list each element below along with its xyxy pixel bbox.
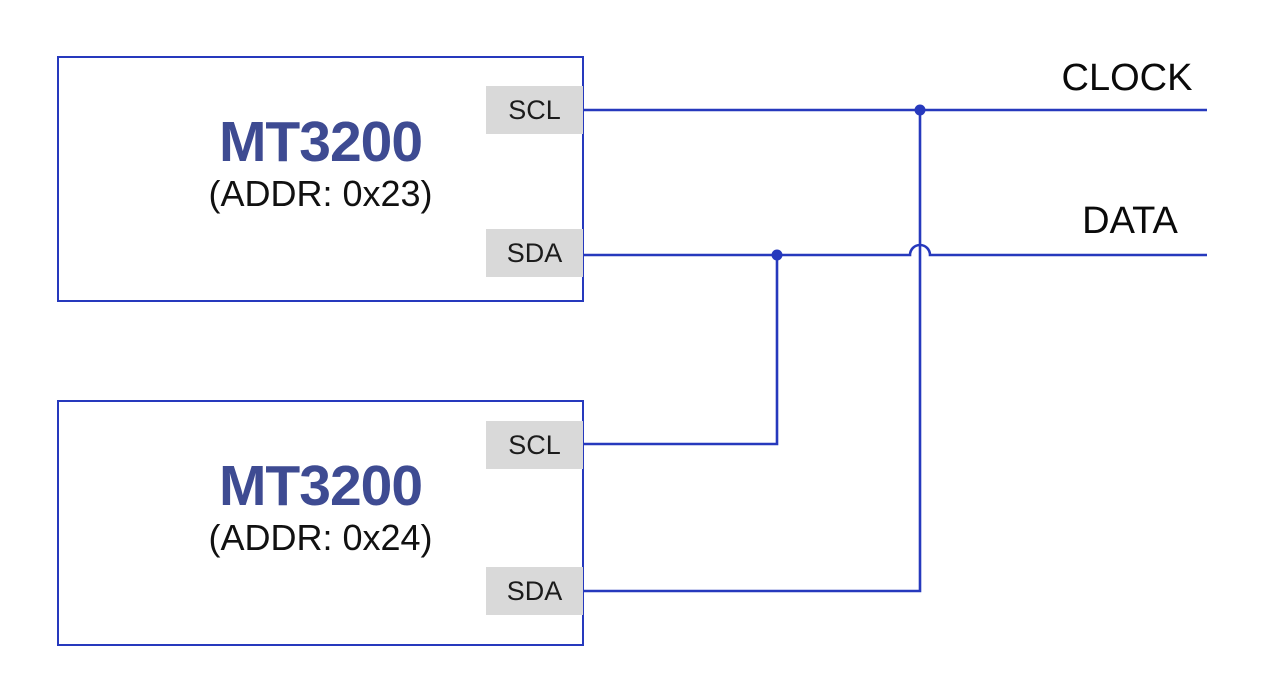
pin-label-device1-sda: SDA: [486, 229, 583, 277]
junction-dot-clock: [914, 104, 926, 116]
device2-scl-to-data-wire: [582, 255, 779, 446]
junction-dot-data: [771, 249, 783, 261]
device2-sda-to-clock-wire: [582, 110, 922, 593]
device-name: MT3200: [218, 110, 423, 174]
device-name: MT3200: [218, 454, 423, 518]
pin-label-device1-scl: SCL: [486, 86, 583, 134]
data-bus-wire-with-hop: [582, 243, 1207, 257]
data-bus-label: DATA: [1082, 200, 1178, 242]
pin-label-device2-sda: SDA: [486, 567, 583, 615]
device-address: (ADDR: 0x23): [208, 173, 433, 214]
clock-bus-label: CLOCK: [1061, 57, 1193, 99]
device-address: (ADDR: 0x24): [208, 517, 433, 558]
pin-label-device2-scl: SCL: [486, 421, 583, 469]
